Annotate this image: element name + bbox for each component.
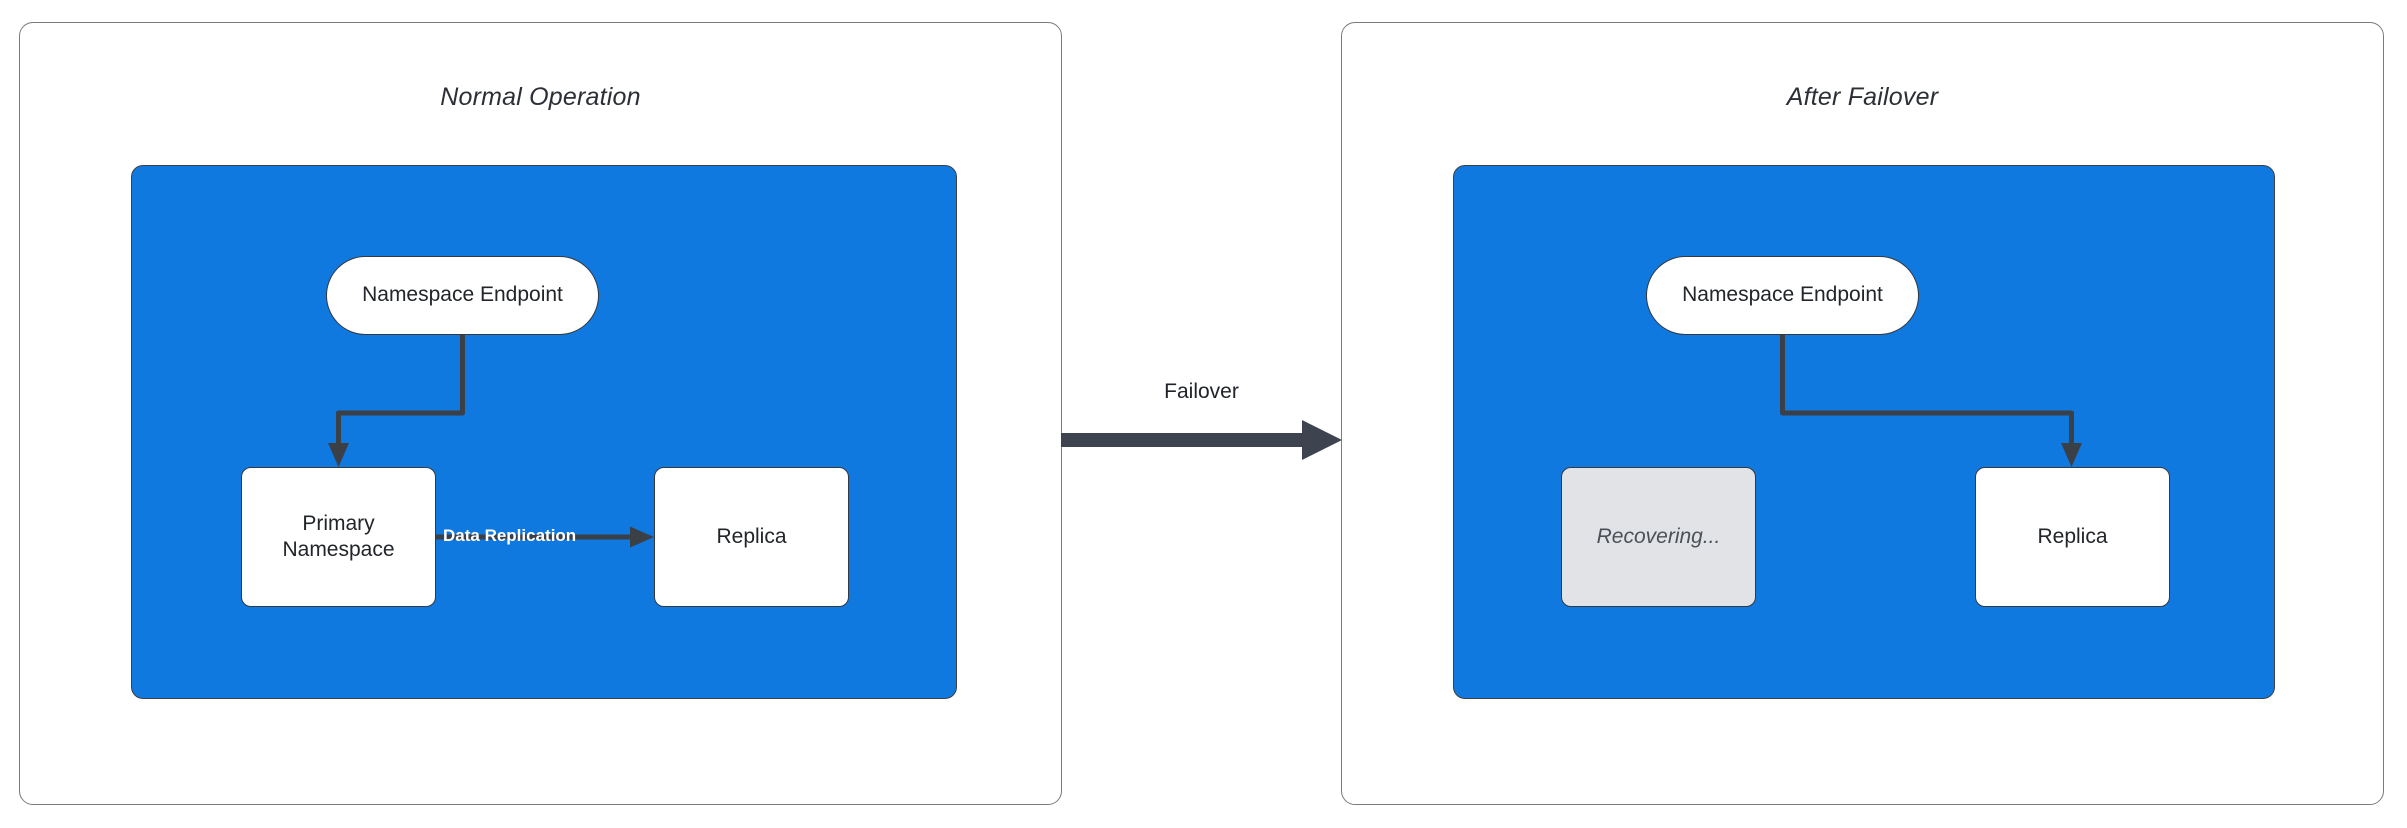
failover-transition-arrow: [1061, 420, 1342, 460]
panel-title-normal-operation: Normal Operation: [440, 83, 641, 111]
panel-normal-operation: Normal Operation Namespace Endpoint Prim…: [19, 22, 1062, 805]
node-namespace-endpoint[interactable]: Namespace Endpoint: [326, 256, 599, 335]
node-recovering[interactable]: Recovering...: [1561, 467, 1756, 607]
edge-label-data-replication: Data Replication: [443, 526, 577, 545]
node-label: Replica: [716, 524, 787, 548]
node-namespace-endpoint[interactable]: Namespace Endpoint: [1646, 256, 1919, 335]
node-primary-namespace[interactable]: Primary Namespace: [241, 467, 436, 607]
node-label-line2: Namespace: [282, 538, 395, 561]
node-label: Replica: [2037, 524, 2108, 548]
node-label-multiline: Primary Namespace: [282, 511, 394, 564]
node-label: Namespace Endpoint: [362, 283, 563, 307]
node-replica[interactable]: Replica: [1975, 467, 2170, 607]
node-replica[interactable]: Replica: [654, 467, 849, 607]
zone-normal-operation: [131, 165, 957, 699]
zone-after-failover: [1453, 165, 2275, 699]
node-label: Recovering...: [1596, 524, 1721, 548]
failover-transition-label: Failover: [1164, 380, 1239, 403]
node-label-line1: Primary: [302, 511, 375, 535]
panel-title-after-failover: After Failover: [1786, 83, 1939, 111]
panel-after-failover: After Failover Namespace Endpoint Recove…: [1341, 22, 2384, 805]
node-label: Namespace Endpoint: [1682, 283, 1883, 307]
